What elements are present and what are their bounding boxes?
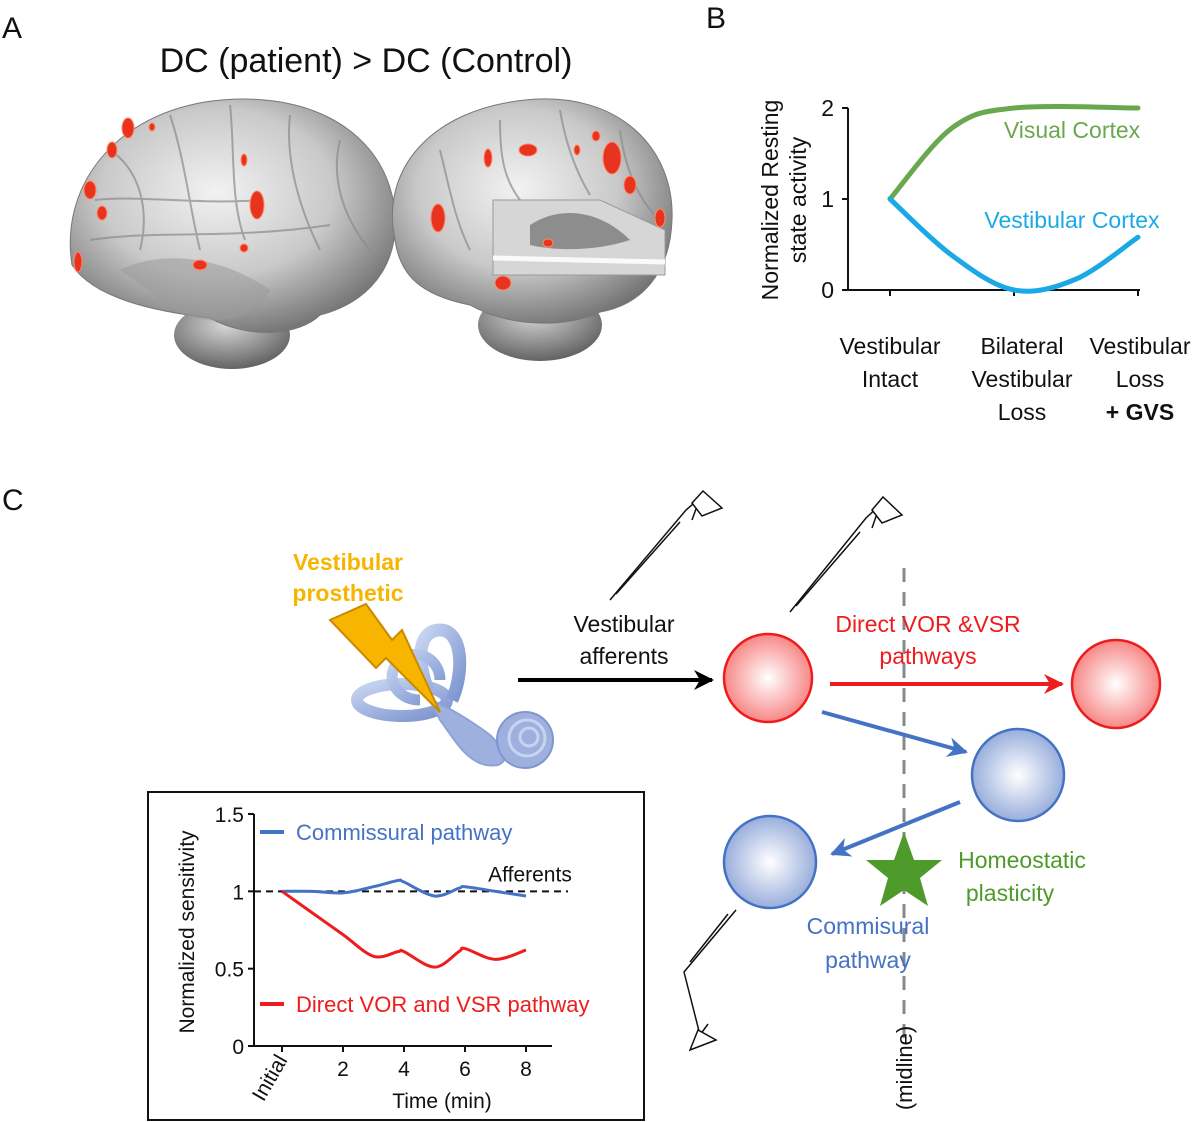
- inner-ear-illustration: [351, 623, 554, 769]
- midline-label: (midline): [892, 1026, 917, 1110]
- panel-b-letter: B: [706, 2, 726, 35]
- panel-b-category-label: Vestibular: [971, 366, 1072, 392]
- brain-lateral-left: [69, 98, 396, 369]
- panel-b-series-line: [887, 104, 1141, 202]
- commissural-arrow-2: [830, 800, 961, 857]
- panel-b-ylabel-line1: Normalized Resting: [757, 100, 783, 301]
- prosthetic-label-line2: prosthetic: [292, 580, 403, 606]
- panel-b-category-label: Vestibular: [1089, 333, 1190, 359]
- homeostatic-label-line1: Homeostatic: [958, 847, 1086, 873]
- panel-b-category-label: Loss: [1116, 366, 1165, 392]
- brain-medial-right: [391, 98, 673, 361]
- inset-ytick-label: 0: [232, 1036, 244, 1059]
- panel-b-category-label: Intact: [862, 366, 919, 392]
- neuron-ipsilateral-red: [722, 632, 814, 724]
- commissural-label-line1: Commisural: [807, 913, 930, 939]
- afferents-label-line2: afferents: [579, 643, 668, 669]
- commissural-label-line2: pathway: [825, 947, 911, 973]
- direct-pathways-label-line2: pathways: [879, 643, 976, 669]
- lightning-bolt-icon: [328, 602, 441, 713]
- inset-xtick-label: 2: [337, 1058, 349, 1081]
- star-icon: [866, 832, 942, 906]
- panel-b-category-label: Loss: [998, 399, 1047, 425]
- homeostatic-label-line2: plasticity: [966, 880, 1055, 906]
- neuron-contralateral-red: [1070, 638, 1162, 730]
- panel-b-y-axis-label: Normalized Resting state activity: [757, 100, 811, 301]
- inset-afferents-label: Afferents: [488, 863, 572, 886]
- axon-symbol-2: [789, 495, 904, 613]
- axon-symbol-3: [683, 909, 737, 1052]
- prosthetic-label-line1: Vestibular: [293, 549, 403, 575]
- panel-c-letter: C: [2, 484, 24, 517]
- panel-b-category-label-bold: + GVS: [1106, 399, 1174, 425]
- inset-ytick-label: 1: [232, 881, 244, 904]
- inset-ytick-label: 1.5: [215, 804, 244, 827]
- panel-b-ylabel-line2: state activity: [785, 136, 811, 263]
- panel-b-series-line: [887, 196, 1141, 294]
- neuron-commissural-blue-right: [970, 727, 1066, 823]
- inset-y-axis-label: Normalized sensitivity: [176, 830, 199, 1034]
- direct-pathways-label-line1: Direct VOR &VSR: [835, 611, 1020, 637]
- panel-b-ytick-label: 0: [821, 277, 834, 303]
- commissural-arrow-1: [821, 710, 968, 757]
- panel-b-category-label: Bilateral: [980, 333, 1063, 359]
- neuron-commissural-blue-left: [722, 814, 818, 910]
- inset-legend-label: Direct VOR and VSR pathway: [296, 992, 589, 1017]
- inset-series-line: [281, 890, 527, 969]
- inset-xtick-label: 6: [459, 1058, 471, 1081]
- axon-symbol-1: [609, 489, 724, 601]
- inset-legend-label: Commissural pathway: [296, 820, 512, 845]
- panel-a-letter: A: [2, 12, 22, 45]
- panel-b-series-label: Vestibular Cortex: [984, 207, 1160, 233]
- panel-b-ytick-label: 2: [821, 95, 834, 121]
- panel-b-category-label: Vestibular: [839, 333, 940, 359]
- inset-xtick-label: 8: [520, 1058, 532, 1081]
- panel-b-series-label: Visual Cortex: [1004, 117, 1141, 143]
- panel-a-title: DC (patient) > DC (Control): [160, 42, 573, 80]
- panel-b-ytick-label: 1: [821, 186, 834, 212]
- inset-xtick-label: 4: [398, 1058, 410, 1081]
- inset-frame: [147, 791, 645, 1121]
- afferents-label-line1: Vestibular: [573, 611, 674, 637]
- panel-b-category-labels: VestibularIntactBilateralVestibularLossV…: [839, 333, 1190, 425]
- inset-series-line: [281, 878, 527, 898]
- inset-x-axis-label: Time (min): [392, 1090, 492, 1113]
- inset-ytick-label: 0.5: [215, 959, 244, 982]
